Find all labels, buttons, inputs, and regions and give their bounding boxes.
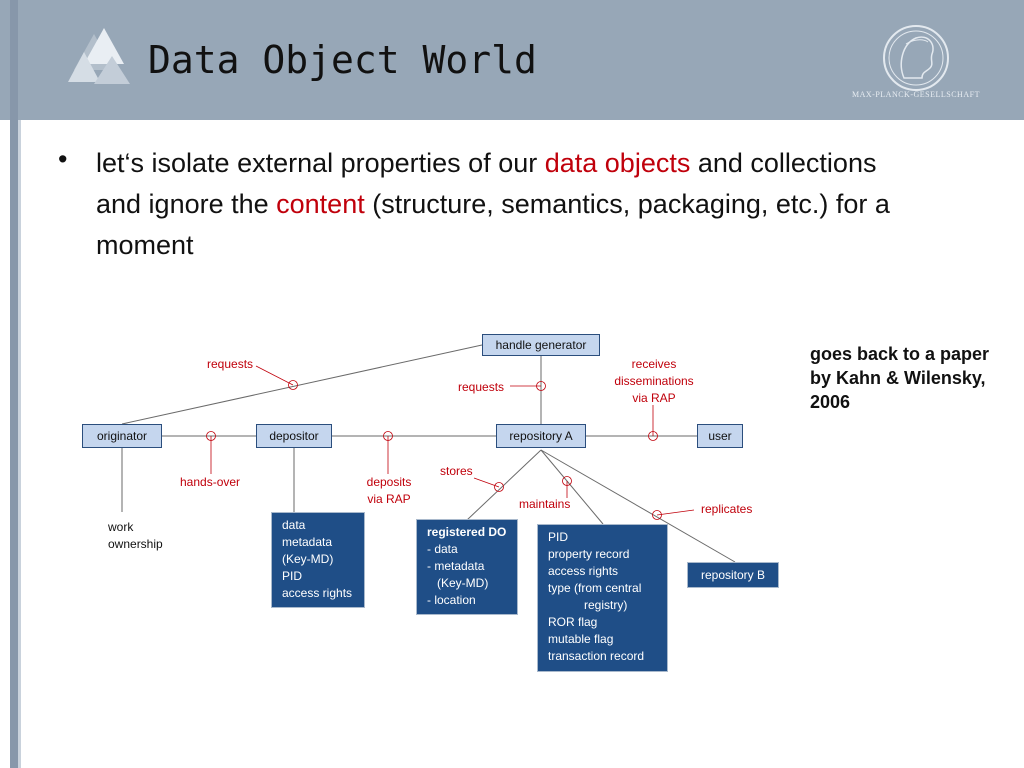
page-title: Data Object World [148,38,537,82]
label-deposits-via-rap: deposits via RAP [362,474,416,508]
relation-marker-stores [494,482,504,492]
box-line: access rights [548,564,619,578]
relation-marker-requests-1 [288,380,298,390]
note-work: work [108,520,134,534]
highlight-content: content [276,189,365,219]
connector-repo-registered [466,449,542,521]
relation-marker-hands-over [206,431,216,441]
box-line: PID [548,530,569,544]
box-line: (Key-MD) [282,552,334,566]
node-repository-b: repository B [687,562,779,588]
relation-marker-maintains [562,476,572,486]
box-line: - metadata [427,559,485,573]
node-repository-a: repository A [496,424,586,448]
label-receives-disseminations: receives disseminations via RAP [606,356,702,407]
node-user: user [697,424,743,448]
box-line: mutable flag [548,632,614,646]
left-accent-stripe [18,120,21,768]
pointer-requests-1 [255,365,294,386]
triangles-logo-icon [68,28,130,84]
pointer-replicates [656,509,695,516]
box-line: access rights [282,586,353,600]
box-line: - data [427,542,458,556]
bullet-marker: • [58,144,68,174]
box-line: registry) [584,598,628,612]
bullet-text-part: let‘s isolate external properties of our [96,148,545,178]
box-line: (Key-MD) [427,576,489,590]
connector-originator-handle [121,344,483,425]
bullet-text: let‘s isolate external properties of our… [96,143,896,266]
property-record-box: PID property record access rights type (… [537,524,668,672]
box-line: data [282,518,306,532]
label-requests-repository: requests [458,380,505,394]
label-maintains: maintains [519,497,571,511]
box-line: type (from central [548,581,642,595]
label-hands-over: hands-over [180,475,241,489]
box-line: property record [548,547,630,561]
pointer-stores [473,477,500,488]
relation-marker-requests-2 [536,381,546,391]
node-handle-generator: handle generator [482,334,600,356]
minerva-logo-icon [883,25,949,91]
connector-repo-property [540,449,604,525]
label-stores: stores [440,464,473,478]
label-requests-originator: requests [207,357,254,371]
side-note: goes back to a paper by Kahn & Wilensky,… [810,344,990,412]
label-line: via RAP [367,492,411,506]
node-depositor: depositor [256,424,332,448]
logo-caption: MAX-PLANCK-GESELLSCHAFT [852,90,980,99]
registered-do-box: registered DO - data - metadata (Key-MD)… [416,519,518,615]
bullet-text-part: and collections and ignore the [96,148,877,219]
box-line: PID [282,569,303,583]
relation-marker-receives [648,431,658,441]
relation-marker-deposits [383,431,393,441]
box-line: ROR flag [548,615,598,629]
title-bar [0,0,1024,120]
relation-marker-replicates [652,510,662,520]
box-line: metadata [282,535,333,549]
box-line: - location [427,593,476,607]
highlight-data-objects: data objects [544,148,691,178]
depositor-info-box: data metadata (Key-MD) PID access rights [271,512,365,608]
originator-note: work ownership [108,519,163,553]
registered-do-heading: registered DO [427,525,507,539]
label-line: disseminations [614,374,694,388]
label-line: deposits [366,475,412,489]
label-line: receives [631,357,677,371]
connector-repo-repob [540,449,736,563]
label-replicates: replicates [701,502,753,516]
left-accent-bar [10,0,18,768]
label-line: via RAP [632,391,676,405]
box-line: transaction record [548,649,645,663]
note-ownership: ownership [108,537,163,551]
node-originator: originator [82,424,162,448]
bullet-text-part: (structure, semantics, packaging, etc.) … [96,189,890,260]
